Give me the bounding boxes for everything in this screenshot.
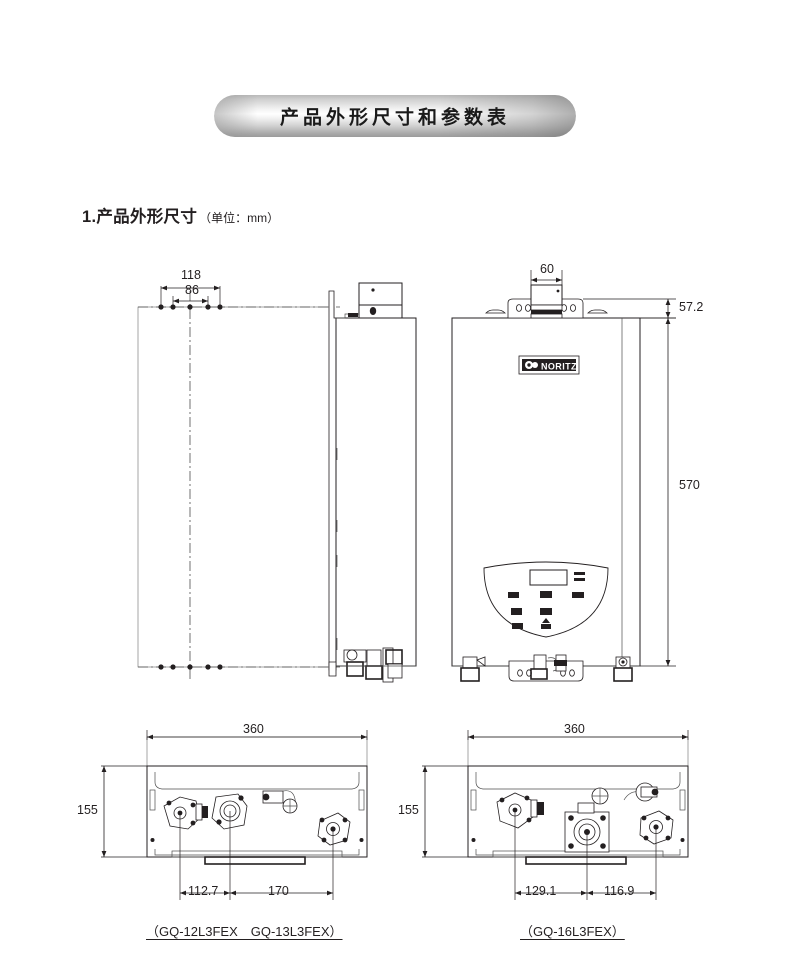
control-panel-button-1 xyxy=(508,592,519,598)
front-view-bracket-holes xyxy=(516,304,577,312)
bottom-left-lip-bar xyxy=(171,850,343,858)
bottom-right-drain-tray xyxy=(525,856,627,865)
side-view-flue-upper xyxy=(358,282,403,306)
front-view-flue-dot xyxy=(556,289,560,293)
dimension-label-86: 86 xyxy=(185,283,199,297)
dimension-label-360-right: 360 xyxy=(564,722,585,736)
dimension-label-360-left: 360 xyxy=(243,722,264,736)
dimension-57-2 xyxy=(583,298,676,319)
noritz-logo-plate xyxy=(522,359,576,371)
control-panel-outline xyxy=(483,561,609,638)
dimension-570 xyxy=(640,317,676,667)
model-caption-left: （GQ-12L3FEX GQ-13L3FEX） xyxy=(146,924,343,939)
dimension-360-left xyxy=(146,730,368,740)
bottom-right-lip xyxy=(475,849,681,856)
control-panel-button-3 xyxy=(572,592,584,598)
bottom-left-right-port xyxy=(317,812,351,846)
bottom-left-lip xyxy=(154,849,360,856)
dimension-label-57-2: 57.2 xyxy=(679,300,704,314)
dimension-86 xyxy=(172,296,209,305)
dimension-360-right xyxy=(467,730,689,740)
page-title: 产品外形尺寸和参数表 xyxy=(279,107,510,129)
side-view-flue-dot xyxy=(371,288,375,292)
front-view-flue-band-3 xyxy=(530,313,563,319)
dimension-label-60: 60 xyxy=(540,262,554,276)
model-caption-right: （GQ-16L3FEX） xyxy=(520,924,625,939)
bottom-left-water-port xyxy=(211,793,248,830)
side-view-main-body xyxy=(335,317,417,667)
control-panel-button-6 xyxy=(512,623,523,629)
front-view-flue-band-1 xyxy=(530,304,563,311)
bottom-left-recess xyxy=(154,772,360,790)
bottom-right-cable-gland xyxy=(623,782,659,802)
bottom-view-left-group xyxy=(101,730,368,900)
front-view-bottom-fittings xyxy=(452,654,640,682)
side-view-mount-dots-bottom xyxy=(158,664,223,670)
bottom-left-drain-tray xyxy=(204,856,306,865)
side-view-mounting-plate xyxy=(137,306,335,668)
control-panel-display xyxy=(529,569,568,586)
bottom-right-recess xyxy=(475,772,681,790)
front-view-flue-stack xyxy=(530,284,563,306)
dimension-60 xyxy=(530,270,563,286)
control-panel-button-5 xyxy=(540,608,552,615)
side-view-bottom-fittings xyxy=(328,647,416,683)
dimension-label-112-7: 112.7 xyxy=(188,884,219,898)
dimension-label-170: 170 xyxy=(268,884,289,898)
dimension-label-155-left: 155 xyxy=(77,803,98,817)
section-unit-note: （单位：mm） xyxy=(199,211,280,225)
side-view-body xyxy=(328,282,417,683)
bottom-left-small-fitting xyxy=(262,790,298,814)
side-view-top-tab xyxy=(348,313,358,317)
section-heading: 1.产品外形尺寸（单位：mm） xyxy=(82,203,279,227)
dimension-112-7-and-170-left xyxy=(179,811,334,900)
dimension-155-right xyxy=(422,765,471,858)
bottom-view-right-group xyxy=(422,730,689,900)
control-panel-indicator-1 xyxy=(574,572,585,575)
dimension-129-1-and-116-9-right xyxy=(514,810,657,900)
dimension-label-116-9: 116.9 xyxy=(604,884,635,898)
control-panel-button-4 xyxy=(511,608,522,615)
control-panel-indicator-2 xyxy=(574,578,585,581)
front-view-hanger-tab-left xyxy=(485,309,506,314)
side-view-flue-port xyxy=(369,307,377,315)
front-view-hanger-tab-right xyxy=(587,309,608,314)
side-view-group xyxy=(137,282,417,683)
bottom-right-crosshair-port xyxy=(591,787,609,805)
side-view-backplate xyxy=(328,290,337,671)
noritz-logo: NORITZ xyxy=(518,355,580,375)
bottom-left-gas-port xyxy=(163,796,208,830)
bottom-right-gas-port xyxy=(496,792,544,829)
control-panel-power-icon xyxy=(541,618,551,629)
bottom-right-right-port xyxy=(639,810,674,845)
dimension-118 xyxy=(160,285,221,305)
page-header-banner: 产品外形尺寸和参数表 xyxy=(214,95,576,137)
side-view-mount-dots-top xyxy=(158,304,223,310)
dimension-label-570: 570 xyxy=(679,478,700,492)
dimension-155-left xyxy=(101,765,150,858)
control-panel-button-2 xyxy=(540,591,552,598)
dimension-label-118: 118 xyxy=(181,268,201,282)
front-view-flue-band-2 xyxy=(531,310,562,314)
control-panel xyxy=(483,561,609,638)
side-view-flue-lower xyxy=(358,304,403,319)
dimension-label-129-1: 129.1 xyxy=(525,884,557,898)
dimension-label-155-right: 155 xyxy=(398,803,419,817)
noritz-logo-text: NORITZ xyxy=(541,362,577,372)
front-view-group: NORITZ xyxy=(451,270,676,682)
section-title: 1.产品外形尺寸 xyxy=(82,208,198,226)
